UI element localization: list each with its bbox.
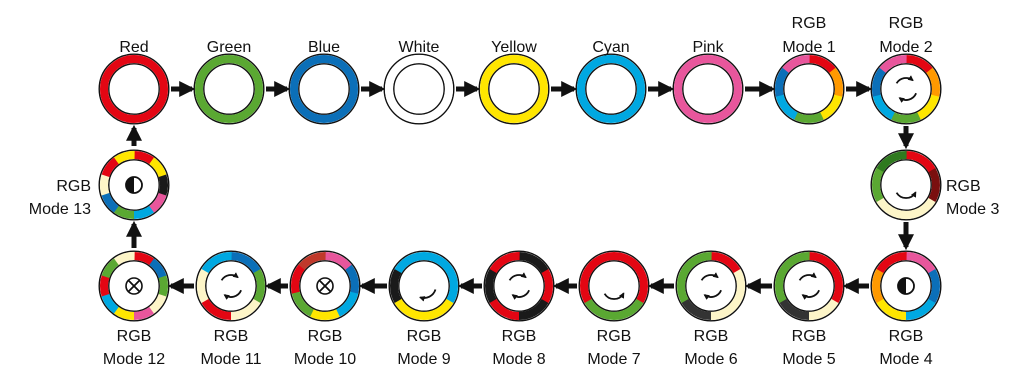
node-white-ring [385,55,453,123]
node-rgb-mode-13 [98,149,170,221]
node-yellow [478,53,550,125]
node-rgb-mode-10 [289,250,361,322]
node-rgb-mode-4 [870,250,942,322]
node-rgb-mode-12 [98,250,170,322]
label-pink: Pink [692,39,724,56]
node-rgb-mode-9 [388,250,460,322]
node-rgb-mode-12-ring [100,252,168,320]
node-rgb-mode-2-icon [895,75,917,103]
node-rgb-mode-8 [483,250,555,322]
node-rgb-mode-7-ring [580,252,648,320]
node-rgb-mode-3-ring [872,151,940,219]
label-green: Green [207,39,251,56]
node-pink-ring [674,55,742,123]
node-rgb-mode-2-ring [872,55,940,123]
node-blue [288,53,360,125]
node-rgb-mode-11-ring [197,252,265,320]
node-white [383,53,455,125]
flow-arrows [125,80,915,295]
node-yellow-ring [480,55,548,123]
node-rgb-mode-3-icon [895,191,917,199]
node-rgb-mode-4-ring [872,252,940,320]
node-rgb-mode-5 [773,250,845,322]
node-rgb-mode-6 [675,250,747,322]
node-rgb-mode-8-icon [508,272,530,300]
node-rgb-mode-7 [578,250,650,322]
node-rgb-mode-1-ring [775,55,843,123]
node-rgb-mode-10-ring [291,252,359,320]
node-rgb-mode-2 [870,53,942,125]
label-red: Red [119,39,148,56]
node-green [193,53,265,125]
node-rgb-mode-5-icon [798,272,820,300]
node-red-ring [100,55,168,123]
node-rgb-mode-11 [195,250,267,322]
node-rgb-mode-4-icon [897,277,915,295]
label-white: White [399,39,440,56]
node-rgb-mode-11-icon [220,272,242,300]
node-pink [672,53,744,125]
node-rgb-mode-1 [773,53,845,125]
node-rgb-mode-6-ring [677,252,745,320]
node-rgb-mode-8-ring [485,252,553,320]
label-cyan: Cyan [592,39,629,56]
node-rgb-mode-10-icon [316,277,334,295]
node-rgb-mode-13-ring [100,151,168,219]
node-red [98,53,170,125]
node-cyan [575,53,647,125]
node-green-ring [195,55,263,123]
node-rgb-mode-12-icon [125,277,143,295]
label-blue: Blue [308,39,340,56]
node-rgb-mode-7-icon [603,292,625,300]
node-rgb-mode-5-ring [775,252,843,320]
label-yellow: Yellow [491,39,537,56]
node-rgb-mode-6-icon [700,272,722,300]
node-cyan-ring [577,55,645,123]
node-rgb-mode-9-icon [419,289,437,302]
node-blue-ring [290,55,358,123]
node-rgb-mode-13-icon [125,176,143,194]
node-rgb-mode-9-ring [390,252,458,320]
node-rgb-mode-3 [870,149,942,221]
